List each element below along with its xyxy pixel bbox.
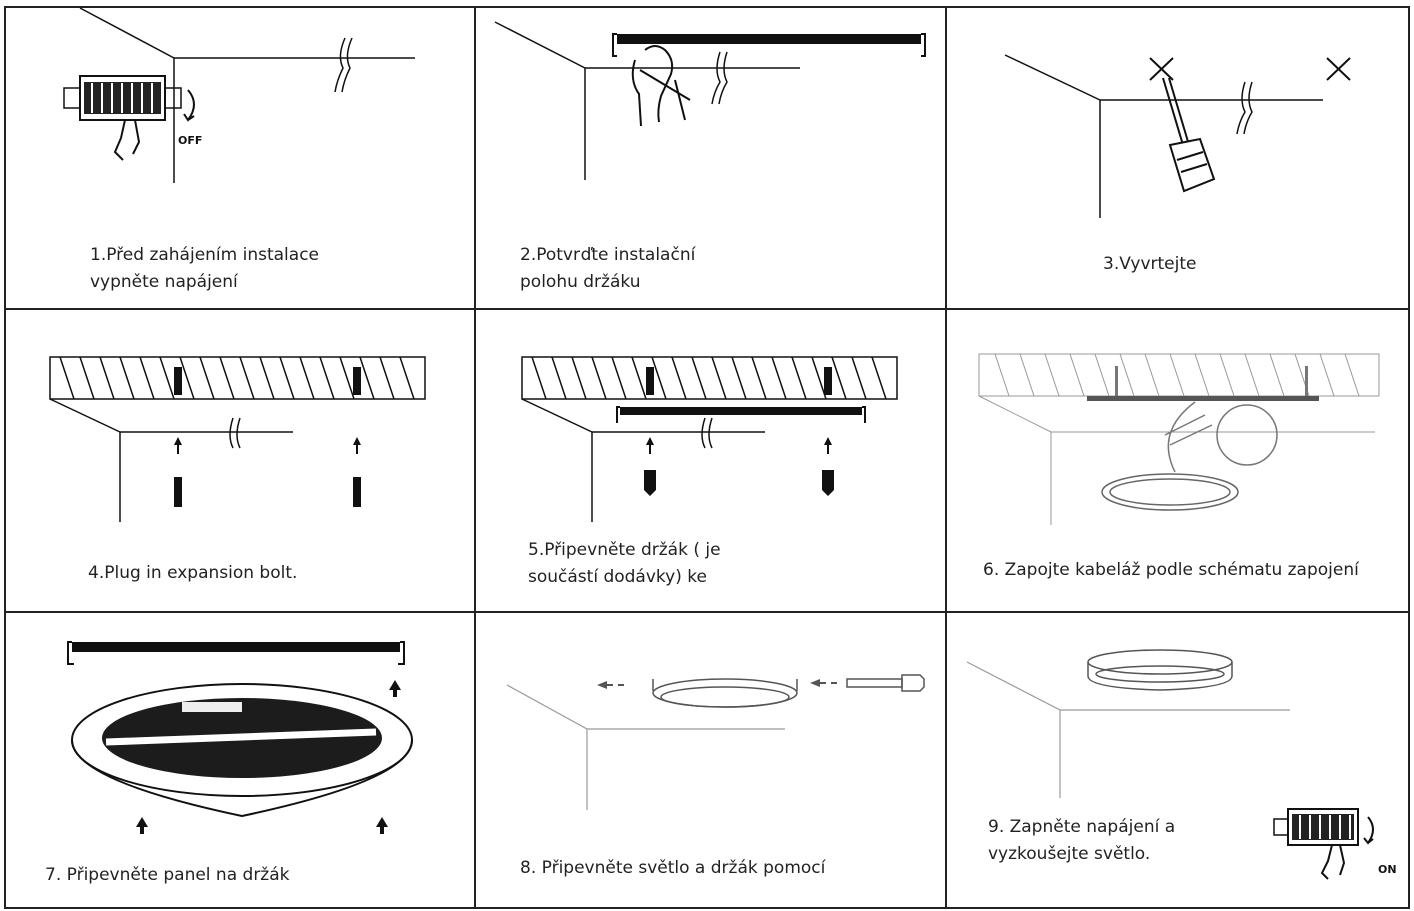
ceiling-section-icon <box>522 357 897 522</box>
step-1-illustration <box>40 8 440 198</box>
mounting-bracket-icon <box>617 407 865 423</box>
step-9-caption: 9. Zapněte napájení a vyzkoušejte světlo… <box>988 817 1176 864</box>
mounting-bracket-icon <box>68 642 404 664</box>
mounting-bracket-icon <box>1087 366 1319 401</box>
step-3-illustration <box>1005 50 1365 220</box>
screwdriver-icon <box>847 675 924 691</box>
step-6-caption: 6. Zapojte kabeláž podle schématu zapoje… <box>983 560 1359 580</box>
step-2-illustration <box>495 20 935 190</box>
step-4-caption: 4.Plug in expansion bolt. <box>88 563 298 583</box>
ceiling-section-icon <box>50 357 425 522</box>
step-1-caption: 1.Před zahájením instalace vypněte napáj… <box>90 245 320 292</box>
step-9-illustration <box>965 640 1395 800</box>
step-5-caption: 5.Připevněte držák ( je součástí dodávky… <box>528 540 721 587</box>
off-label: OFF <box>178 134 203 147</box>
light-panel-icon <box>653 679 797 707</box>
switch-breaker-icon <box>1270 805 1380 885</box>
drill-mark-icon <box>1150 58 1350 80</box>
step-5-illustration <box>520 352 905 527</box>
expansion-bolt-icon <box>174 367 361 507</box>
left-arrow-icon <box>597 679 837 689</box>
step-8-caption: 8. Připevněte světlo a držák pomocí <box>520 858 826 878</box>
light-panel-icon <box>1088 650 1232 690</box>
light-panel-icon <box>1102 474 1238 510</box>
step-4-illustration <box>48 352 433 532</box>
step-6-illustration <box>975 350 1385 530</box>
step-2-caption: 2.Potvrďte instalační polohu držáku <box>520 245 696 292</box>
step-7-caption: 7. Připevněte panel na držák <box>45 865 290 885</box>
light-panel-icon <box>72 684 412 816</box>
step-8-illustration <box>505 655 935 815</box>
row-divider-2 <box>4 611 1410 613</box>
row-divider-1 <box>4 308 1410 310</box>
mounting-bracket-icon <box>613 34 925 56</box>
column-divider-2 <box>945 6 947 909</box>
ceiling-section-icon <box>979 354 1379 525</box>
up-arrow-icon <box>136 680 401 834</box>
screw-icon <box>644 367 834 496</box>
hand-pencil-icon <box>633 46 690 126</box>
on-label: ON <box>1378 863 1397 876</box>
instruction-grid <box>4 6 1410 909</box>
drill-icon <box>1163 78 1214 191</box>
switch-breaker-icon <box>64 76 194 160</box>
step-7-illustration <box>62 640 422 834</box>
wiring-icon <box>1165 402 1278 472</box>
column-divider-1 <box>474 6 476 909</box>
step-3-caption: 3.Vyvrtejte <box>1103 254 1197 274</box>
